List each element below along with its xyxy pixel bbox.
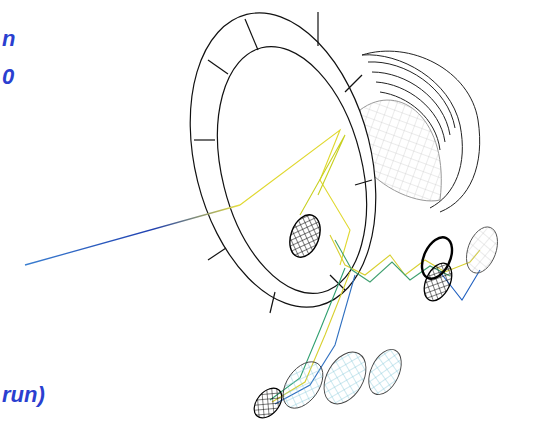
incoming-ray: [25, 205, 240, 265]
caption-fragment: n: [2, 28, 15, 50]
relay-optics: [416, 223, 503, 306]
rear-housing: [360, 51, 480, 212]
caption-fragment: run): [2, 384, 45, 406]
primary-mirror: [161, 0, 404, 327]
secondary-mirror: [284, 211, 325, 262]
caption-fragment: 0: [2, 66, 14, 88]
instrument-lenses: [249, 344, 408, 423]
